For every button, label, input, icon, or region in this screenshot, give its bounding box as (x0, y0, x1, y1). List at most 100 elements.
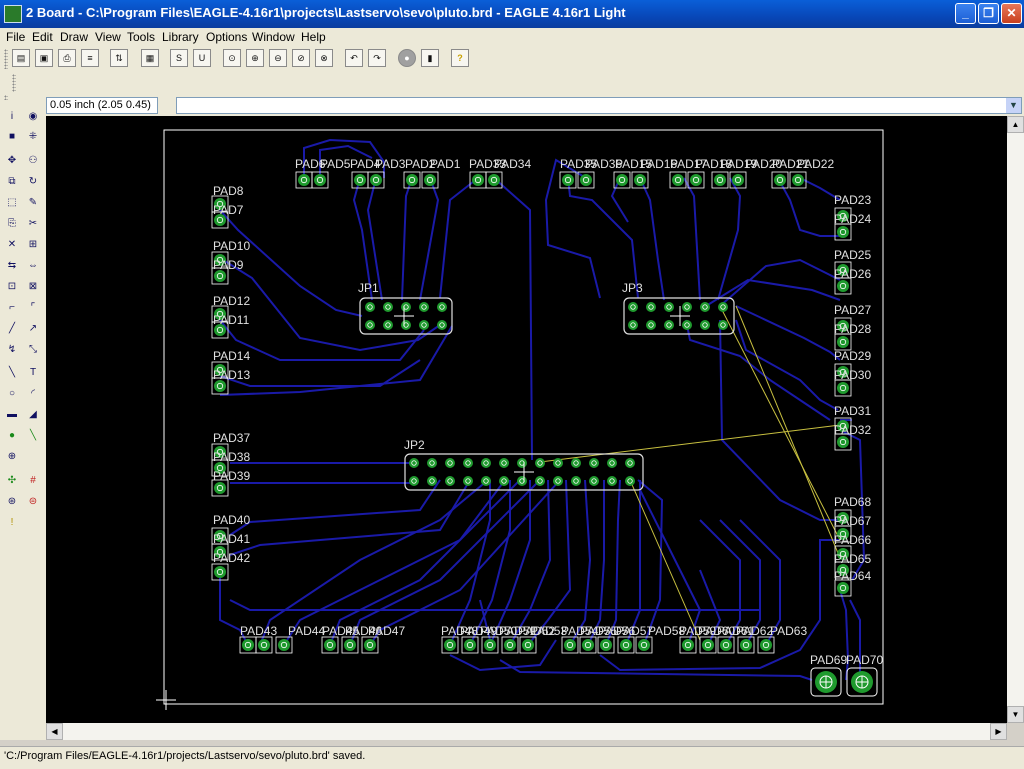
pad[interactable] (646, 302, 656, 312)
pad[interactable] (383, 302, 393, 312)
pad[interactable] (214, 446, 226, 458)
pad[interactable] (702, 639, 714, 651)
zoom-fit-icon[interactable]: ⊙ (223, 49, 241, 67)
pad[interactable] (589, 458, 599, 468)
pad[interactable] (607, 458, 617, 468)
pad[interactable] (406, 174, 418, 186)
hole-icon[interactable]: ⊕ (7, 451, 17, 462)
pad69[interactable]: PAD69 (810, 653, 847, 697)
pad[interactable] (720, 639, 732, 651)
stop-icon[interactable]: ● (398, 49, 416, 67)
pad[interactable] (463, 458, 473, 468)
miter-icon[interactable]: ⌜ (30, 302, 36, 313)
pad70[interactable]: PAD70 (846, 653, 883, 697)
pad[interactable] (214, 364, 226, 376)
close-button[interactable]: ✕ (1001, 3, 1022, 24)
pad[interactable] (837, 564, 849, 576)
pad[interactable] (625, 476, 635, 486)
pad[interactable] (365, 302, 375, 312)
menu-view[interactable]: View (95, 30, 121, 44)
via-icon[interactable]: ● (8, 430, 16, 441)
pad[interactable] (700, 302, 710, 312)
text-icon[interactable]: T (29, 367, 37, 378)
pad[interactable] (571, 476, 581, 486)
pad[interactable] (837, 336, 849, 348)
pad[interactable] (314, 174, 326, 186)
pad[interactable] (837, 582, 849, 594)
pad[interactable] (837, 436, 849, 448)
value-icon[interactable]: ⊡ (7, 281, 17, 292)
pad[interactable] (445, 458, 455, 468)
redo-icon[interactable]: ↷ (368, 49, 386, 67)
pad[interactable] (499, 476, 509, 486)
vertical-scrollbar[interactable]: ▲ ▼ (1007, 116, 1024, 723)
pad[interactable] (365, 320, 375, 330)
menu-options[interactable]: Options (206, 30, 248, 44)
auto-icon[interactable]: # (30, 475, 36, 486)
pad[interactable] (774, 174, 786, 186)
pad[interactable] (620, 639, 632, 651)
print-icon[interactable]: ⎙ (58, 49, 76, 67)
pad[interactable] (628, 320, 638, 330)
toolbar-grip[interactable] (4, 49, 8, 69)
menu-help[interactable]: Help (301, 30, 326, 44)
pad[interactable] (837, 420, 849, 432)
pad[interactable] (214, 324, 226, 336)
pad[interactable] (535, 458, 545, 468)
arc-icon[interactable]: ◜ (31, 388, 35, 399)
add-icon[interactable]: ⊞ (28, 239, 38, 250)
pad[interactable] (553, 458, 563, 468)
pad[interactable] (553, 476, 563, 486)
errors-icon[interactable]: ! (10, 517, 14, 528)
pad[interactable] (472, 174, 484, 186)
pad[interactable] (792, 174, 804, 186)
pad[interactable] (214, 482, 226, 494)
pad[interactable] (732, 174, 744, 186)
eagle-app-icon[interactable] (4, 5, 22, 23)
pad[interactable] (718, 320, 728, 330)
pad[interactable] (464, 639, 476, 651)
pad[interactable] (409, 458, 419, 468)
wire-icon[interactable]: ╲ (8, 367, 16, 378)
pcb-layout[interactable]: JP1 JP2 JP3 PAD69 PAD70 PAD6 PAD5 PAD4 P… (46, 116, 1007, 723)
pad[interactable] (600, 639, 612, 651)
command-line-input[interactable]: ▼ (176, 97, 1022, 114)
pad[interactable] (445, 476, 455, 486)
menu-tools[interactable]: Tools (127, 30, 156, 44)
menu-draw[interactable]: Draw (60, 30, 89, 44)
cut-icon[interactable]: ✂ (28, 218, 38, 229)
pad[interactable] (517, 458, 527, 468)
pad[interactable] (484, 639, 496, 651)
delete-icon[interactable]: ✕ (7, 239, 17, 250)
pad[interactable] (535, 476, 545, 486)
pad[interactable] (562, 174, 574, 186)
pad[interactable] (364, 639, 376, 651)
scroll-left-button[interactable]: ◀ (46, 723, 63, 740)
pad[interactable] (607, 476, 617, 486)
scroll-up-button[interactable]: ▲ (1007, 116, 1024, 133)
pad[interactable] (437, 302, 447, 312)
pad[interactable] (298, 174, 310, 186)
save-icon[interactable]: ▣ (35, 49, 53, 67)
pad[interactable] (837, 366, 849, 378)
pad[interactable] (580, 174, 592, 186)
pad[interactable] (760, 639, 772, 651)
pad[interactable] (214, 214, 226, 226)
pad[interactable] (409, 476, 419, 486)
paste-icon[interactable]: ⎘ (8, 218, 16, 229)
pad[interactable] (664, 320, 674, 330)
pad[interactable] (214, 270, 226, 282)
pad[interactable] (278, 639, 290, 651)
pad[interactable] (837, 528, 849, 540)
scroll-right-button[interactable]: ▶ (990, 723, 1007, 740)
pad[interactable] (214, 530, 226, 542)
pad[interactable] (401, 302, 411, 312)
pad[interactable] (419, 320, 429, 330)
split-icon[interactable]: ⌐ (9, 302, 15, 313)
move-icon[interactable]: ✥ (7, 155, 17, 166)
pad[interactable] (589, 476, 599, 486)
pad[interactable] (481, 476, 491, 486)
pad[interactable] (214, 380, 226, 392)
pad[interactable] (837, 512, 849, 524)
circle-icon[interactable]: ○ (8, 388, 16, 399)
